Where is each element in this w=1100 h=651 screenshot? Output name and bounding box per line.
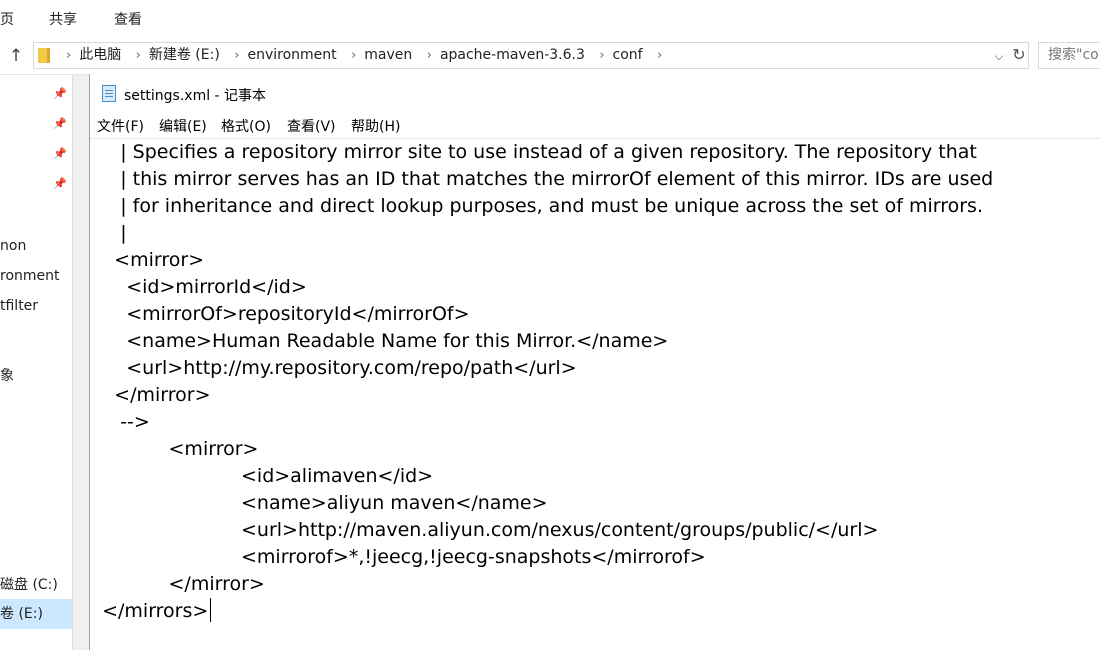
explorer-ribbon: 页 共享 查看 [0, 0, 1100, 38]
crumb-conf[interactable]: conf [612, 47, 643, 63]
crumb-environment[interactable]: environment [247, 47, 337, 63]
pin-icon[interactable]: 📌 [53, 87, 67, 100]
crumb-volume-e[interactable]: 新建卷 (E:) [148, 47, 220, 63]
window-title: settings.xml - 记事本 [124, 88, 267, 104]
menu-file[interactable]: 文件(F) [97, 119, 144, 135]
chevron-right-icon[interactable]: › [135, 48, 141, 63]
text-line: <name>Human Readable Name for this Mirro… [90, 330, 669, 352]
chevron-right-icon[interactable]: › [66, 48, 72, 63]
chevron-right-icon[interactable]: › [426, 48, 432, 63]
notepad-title-bar: settings.xml - 记事本 [90, 74, 1100, 112]
menu-edit[interactable]: 编辑(E) [159, 119, 207, 135]
chevron-right-icon[interactable]: › [657, 48, 663, 63]
text-line: <url>http://my.repository.com/repo/path<… [90, 357, 577, 379]
ribbon-tab-home[interactable]: 页 [0, 12, 14, 28]
notepad-icon [102, 85, 116, 102]
nav-item[interactable]: ronment [0, 268, 60, 284]
nav-item[interactable]: non [0, 238, 27, 254]
refresh-icon[interactable]: ↻ [1012, 45, 1026, 64]
text-line: <id>alimaven</id> [90, 465, 434, 487]
text-line: <mirror> [90, 438, 259, 460]
menu-view[interactable]: 查看(V) [287, 119, 336, 135]
chevron-right-icon[interactable]: › [351, 48, 357, 63]
crumb-this-pc[interactable]: 此电脑 [79, 47, 122, 63]
text-line-last: </mirrors> [90, 598, 212, 625]
address-bar[interactable]: › 此电脑 › 新建卷 (E:) › environment › maven › apac… [33, 42, 1029, 69]
text-line: | this mirror serves has an ID that matc… [90, 168, 994, 190]
text-line: <url>http://maven.aliyun.com/nexus/conte… [90, 519, 879, 541]
folder-icon [38, 48, 50, 63]
text-line: --> [90, 411, 150, 433]
notepad-window: settings.xml - 记事本 文件(F) 编辑(E) 格式(O) 查看(… [89, 74, 1100, 650]
text-line: | [90, 222, 127, 244]
text-line: <mirrorof>*,!jeecg,!jeecg-snapshots</mir… [90, 546, 706, 568]
navigation-pane: 📌 📌 📌 📌 non ronment tfilter 象 磁盘 (C:) 卷 … [0, 75, 72, 650]
pane-divider [72, 75, 90, 650]
chevron-right-icon[interactable]: › [234, 48, 240, 63]
pin-icon[interactable]: 📌 [53, 117, 67, 130]
chevron-right-icon[interactable]: › [599, 48, 605, 63]
text-line: <id>mirrorId</id> [90, 276, 307, 298]
nav-item[interactable]: 象 [0, 368, 14, 384]
nav-item-drive-c[interactable]: 磁盘 (C:) [0, 577, 58, 593]
up-arrow-icon[interactable]: ↑ [8, 46, 24, 66]
crumb-apache-maven[interactable]: apache-maven-3.6.3 [439, 47, 585, 63]
chevron-down-icon[interactable]: ⌵ [994, 49, 1004, 63]
text-line: | Specifies a repository mirror site to … [90, 141, 977, 163]
text-line: </mirror> [90, 384, 211, 406]
crumb-maven[interactable]: maven [364, 47, 413, 63]
menu-bar: 文件(F) 编辑(E) 格式(O) 查看(V) 帮助(H) [90, 114, 1100, 136]
text-editor[interactable]: | Specifies a repository mirror site to … [90, 138, 1100, 651]
nav-item[interactable]: tfilter [0, 298, 39, 314]
search-input[interactable]: 搜索"co [1038, 42, 1100, 69]
menu-help[interactable]: 帮助(H) [351, 119, 401, 135]
breadcrumb: › 此电脑 › 新建卷 (E:) › environment › maven › apac… [56, 43, 670, 68]
text-line: </mirror> [90, 573, 265, 595]
menu-format[interactable]: 格式(O) [221, 119, 271, 135]
pin-icon[interactable]: 📌 [53, 177, 67, 190]
ribbon-tab-view[interactable]: 查看 [114, 12, 142, 28]
text-line-content: </mirrors> [90, 600, 209, 622]
ribbon-tab-share[interactable]: 共享 [49, 12, 77, 28]
pin-icon[interactable]: 📌 [53, 147, 67, 160]
text-line: <name>aliyun maven</name> [90, 492, 548, 514]
nav-item-drive-e[interactable]: 卷 (E:) [0, 599, 72, 629]
address-row: ↑ › 此电脑 › 新建卷 (E:) › environment › maven › ap… [0, 38, 1100, 75]
text-line: <mirror> [90, 249, 205, 271]
text-line: <mirrorOf>repositoryId</mirrorOf> [90, 303, 470, 325]
text-line: | for inheritance and direct lookup purp… [90, 195, 983, 217]
text-caret [210, 598, 212, 622]
